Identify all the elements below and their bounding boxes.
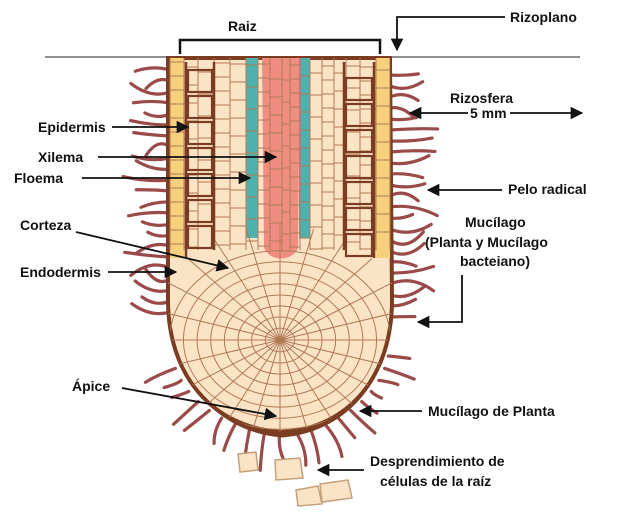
label-rizosfera-distance: 5 mm — [470, 105, 507, 121]
label-floema: Floema — [14, 170, 63, 186]
label-xilema: Xilema — [38, 149, 83, 165]
root-body — [150, 58, 410, 455]
label-endodermis: Endodermis — [20, 264, 101, 280]
label-mucilago-line3: bacteiano) — [460, 253, 530, 269]
label-apice: Ápice — [72, 378, 110, 394]
label-raiz: Raiz — [228, 18, 257, 34]
label-epidermis: Epidermis — [38, 119, 106, 135]
label-mucilago-line2: (Planta y Mucílago — [425, 234, 548, 250]
label-corteza: Corteza — [20, 217, 72, 233]
label-pelo-radical: Pelo radical — [508, 181, 587, 197]
label-mucilago-line1: Mucílago — [465, 214, 526, 230]
xylem — [262, 58, 300, 259]
label-rizosfera: Rizosfera — [450, 90, 513, 106]
label-mucilago-planta: Mucílago de Planta — [428, 403, 555, 419]
label-desprendimiento-line2: células de la raíz — [380, 473, 491, 489]
sloughed-cells — [238, 452, 352, 506]
mucilago-arrow — [418, 275, 462, 322]
label-desprendimiento-line1: Desprendimiento de — [370, 453, 505, 469]
raiz-bracket — [180, 40, 380, 54]
rizoplano-arrow — [397, 17, 505, 50]
label-rizoplano: Rizoplano — [510, 9, 577, 25]
phloem-left — [246, 58, 258, 238]
